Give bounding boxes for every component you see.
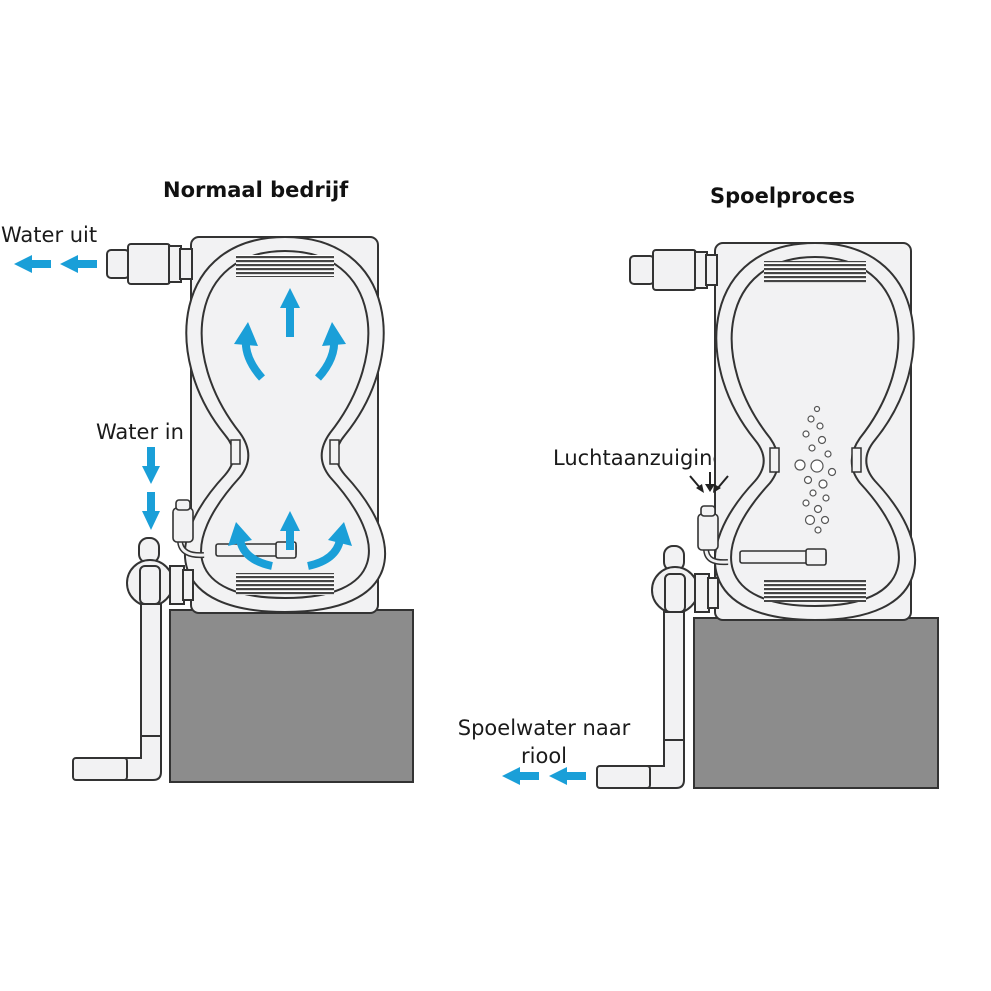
bubble-icon <box>824 450 832 458</box>
bubble-icon <box>809 489 817 497</box>
drain-pipe <box>72 603 162 781</box>
waist-clip-left <box>230 439 241 465</box>
waist-clip-right <box>329 439 340 465</box>
side-valve <box>697 505 729 566</box>
air-intake-arrow-icon <box>713 484 721 493</box>
flow-arrows-flush <box>502 767 586 785</box>
base-block <box>169 609 414 783</box>
bubble-icon <box>803 475 813 485</box>
bubble-icon <box>804 514 816 526</box>
normal-panel <box>14 235 414 783</box>
arrow-icon <box>549 767 586 785</box>
arrow-icon <box>328 522 352 546</box>
drain-label-line1: Spoelwater naar <box>457 716 631 740</box>
bubble-icon <box>816 422 824 430</box>
bubble-icon <box>810 459 824 473</box>
air-intake-label: Luchtaanzuiging <box>553 446 726 470</box>
water-out-label: Water uit <box>1 223 98 247</box>
waist-clip-left <box>769 447 780 473</box>
bubble-icon <box>822 494 830 502</box>
arrow-icon <box>142 447 160 484</box>
bubble-icon <box>818 479 828 489</box>
arrow-icon <box>280 511 300 550</box>
air-bubbles <box>794 405 837 534</box>
water-in-label: Water in <box>96 420 184 444</box>
air-intake-arrow-icon <box>705 484 715 492</box>
bubble-icon <box>807 415 815 423</box>
flush-panel-title: Spoelproces <box>710 184 856 208</box>
arrow-icon <box>322 322 346 346</box>
base-block <box>693 617 939 789</box>
arrow-icon <box>228 522 252 546</box>
air-intake-arrows <box>689 472 729 493</box>
bubble-icon <box>817 435 827 445</box>
bubble-icon <box>814 526 822 534</box>
bubble-icon <box>827 467 837 477</box>
normal-panel-title: Normaal bedrijf <box>163 178 349 202</box>
bubble-icon <box>808 444 816 452</box>
flow-arrows-normal <box>14 255 300 550</box>
drain-pipe <box>596 611 685 789</box>
inlet-valve <box>651 545 719 614</box>
arrow-icon <box>502 767 539 785</box>
filter-vessel-inner <box>730 255 900 608</box>
arrow-icon <box>60 255 97 273</box>
waist-clip-right <box>851 447 862 473</box>
bubble-icon <box>802 499 810 507</box>
arrow-icon <box>280 288 300 337</box>
outlet-fitting <box>106 243 193 285</box>
bubble-icon <box>802 430 810 438</box>
arrow-icon <box>234 322 258 346</box>
drain-label-line2: riool <box>521 744 567 768</box>
flush-panel <box>502 241 939 789</box>
bubble-icon <box>813 504 823 514</box>
outlet-fitting <box>629 249 718 291</box>
bottom-grid <box>236 573 334 595</box>
curved-arrow-heads-normal <box>228 322 352 546</box>
arrow-icon <box>142 492 160 530</box>
side-valve <box>172 499 205 559</box>
bubble-icon <box>813 405 821 413</box>
inner-pipe <box>739 548 827 566</box>
arrow-icon <box>14 255 51 273</box>
top-grid <box>764 261 866 283</box>
bottom-grid <box>764 580 866 602</box>
top-grid <box>236 255 334 277</box>
bubble-icon <box>794 459 806 471</box>
air-intake-arrow-icon <box>696 484 704 493</box>
inner-pipe <box>215 541 297 559</box>
bubble-icon <box>820 515 830 525</box>
inlet-valve <box>126 537 194 607</box>
